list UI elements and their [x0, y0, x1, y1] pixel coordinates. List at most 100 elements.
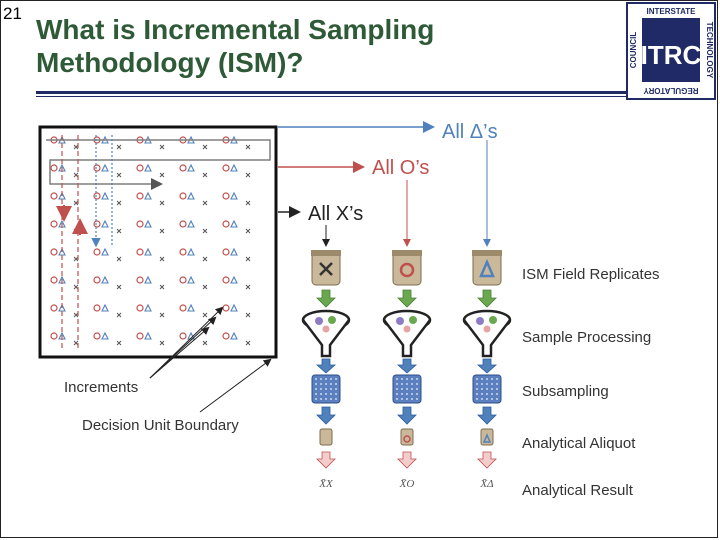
itrc-logo: INTERSTATE REGULATORY COUNCIL TECHNOLOGY…: [626, 2, 716, 100]
funnel-icon: [302, 319, 350, 358]
down-arrow-green: [397, 289, 417, 308]
tray-cell: [330, 378, 332, 380]
particle-pink: [403, 325, 411, 333]
grid-o-mark: [93, 220, 101, 228]
down-arrow-pink: [477, 451, 497, 469]
particle-pink: [483, 325, 491, 333]
tray-cell: [325, 393, 327, 395]
tray-cell: [320, 378, 322, 380]
grid-x-mark: [73, 284, 79, 290]
tray-cell: [330, 383, 332, 385]
aliquot-o-mark: [403, 435, 411, 443]
grid-delta-mark: [101, 247, 109, 256]
grid-delta-mark: [101, 191, 109, 200]
grid-x-mark: [73, 200, 79, 206]
grid-x-mark: [116, 144, 122, 150]
tray-cell: [396, 398, 398, 400]
tray-cell: [486, 393, 488, 395]
grid-o-mark: [50, 192, 58, 200]
grid-delta-mark: [187, 275, 195, 284]
grid-o-mark: [179, 304, 187, 312]
tray-cell: [330, 393, 332, 395]
grid-x-mark: [116, 340, 122, 346]
slide-number: 21: [3, 4, 22, 23]
particle-pink: [322, 325, 330, 333]
tray-cell: [491, 383, 493, 385]
label-all-deltas: All Δ’s: [442, 121, 498, 143]
logo-bottom-text: REGULATORY: [643, 86, 699, 95]
tray-cell: [320, 383, 322, 385]
title-line-1: What is Incremental Sampling: [36, 14, 435, 45]
grid-delta-mark: [144, 163, 152, 172]
grid-o-mark: [136, 332, 144, 340]
grid-o-mark: [222, 332, 230, 340]
grid-x-mark: [116, 284, 122, 290]
grid-o-mark: [179, 332, 187, 340]
tray-cell: [315, 393, 317, 395]
tray-cell: [416, 383, 418, 385]
tray-cell: [396, 393, 398, 395]
tray-cell: [401, 383, 403, 385]
down-arrow-blue-2: [316, 406, 336, 425]
tray-cell: [325, 398, 327, 400]
grid-x-mark: [73, 172, 79, 178]
grid-delta-mark: [187, 163, 195, 172]
tray-cell: [416, 378, 418, 380]
tray-cell: [406, 378, 408, 380]
grid-delta-mark: [230, 275, 238, 284]
grid-x-mark: [159, 228, 165, 234]
grid-o-mark: [179, 220, 187, 228]
tray-cell: [401, 398, 403, 400]
decision-unit-grid: [38, 125, 278, 359]
grid-x-mark: [159, 144, 165, 150]
tray-cell: [476, 378, 478, 380]
grid-delta-mark: [101, 331, 109, 340]
grid-delta-mark: [144, 303, 152, 312]
grid-o-mark: [93, 304, 101, 312]
tray-cell: [416, 393, 418, 395]
grid-o-mark: [136, 220, 144, 228]
grid-delta-mark: [230, 303, 238, 312]
grid-delta-mark: [230, 191, 238, 200]
grid-x-mark: [245, 200, 251, 206]
tray-cell: [406, 398, 408, 400]
tray-cell: [481, 378, 483, 380]
tray-cell: [396, 383, 398, 385]
grid-o-mark: [93, 276, 101, 284]
tray-cell: [486, 383, 488, 385]
tray-cell: [496, 383, 498, 385]
tray-cell: [320, 388, 322, 390]
result-label: X̄Δ: [479, 478, 493, 490]
grid-o-mark: [136, 304, 144, 312]
down-arrow-pink: [316, 451, 336, 469]
grid-o-mark: [222, 164, 230, 172]
tray-cell: [496, 388, 498, 390]
tray-cell: [411, 388, 413, 390]
sample-jar-icon: [392, 252, 422, 286]
grid-x-mark: [73, 256, 79, 262]
grid-x-mark: [202, 228, 208, 234]
tray-cell: [481, 393, 483, 395]
logo-left-text: COUNCIL: [629, 32, 638, 69]
logo-mark: ITRC: [641, 40, 702, 70]
grid-o-mark: [222, 276, 230, 284]
tray-cell: [416, 398, 418, 400]
tray-cell: [401, 388, 403, 390]
grid-o-mark: [50, 164, 58, 172]
grid-x-mark: [159, 256, 165, 262]
grid-delta-mark: [144, 219, 152, 228]
tray-cell: [325, 383, 327, 385]
funnel-icon: [463, 319, 511, 358]
grid-x-mark: [159, 284, 165, 290]
grid-x-mark: [159, 172, 165, 178]
grid-delta-mark: [144, 275, 152, 284]
grid-o-mark: [136, 192, 144, 200]
tray-cell: [476, 398, 478, 400]
increments-pointer-3: [149, 326, 210, 379]
grid-delta-mark: [230, 163, 238, 172]
tray-cell: [491, 378, 493, 380]
tray-cell: [416, 388, 418, 390]
particle-green: [489, 316, 497, 324]
grid-delta-mark: [101, 275, 109, 284]
